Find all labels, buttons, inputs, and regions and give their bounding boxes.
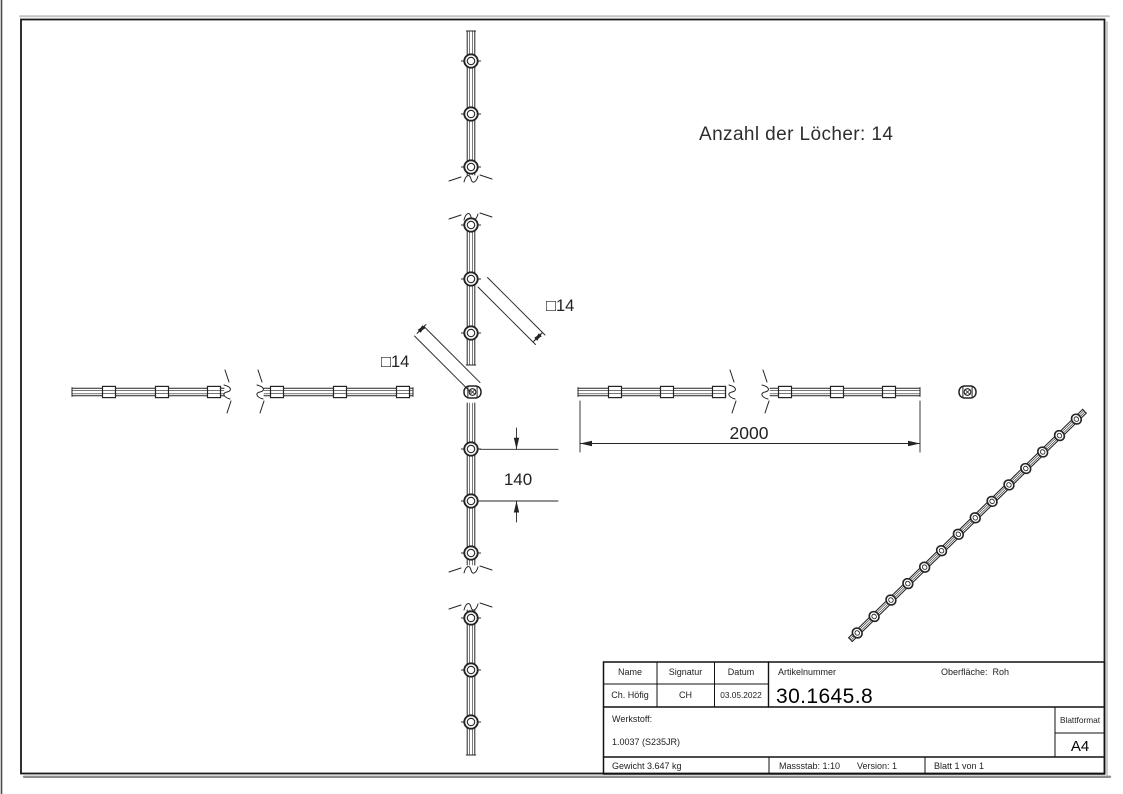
titleblock-header-name: Name xyxy=(617,667,642,677)
side-view-segment-middle xyxy=(448,212,493,366)
dimension-sq14-lower-label: □14 xyxy=(381,353,409,371)
titleblock-oberflaeche: Oberfläche: Roh xyxy=(941,667,1009,677)
titleblock-header-artikelnummer: Artikelnummer xyxy=(778,667,837,677)
dimension-sq14-lower: □14 xyxy=(381,324,481,393)
titleblock-gewicht: Gewicht 3.647 kg xyxy=(612,761,682,771)
side-view-segment-bottom xyxy=(448,602,493,756)
titleblock-value-name: Ch. Höfig xyxy=(611,690,649,700)
titleblock-header-signatur: Signatur xyxy=(668,667,703,677)
titleblock-blattformat-value: A4 xyxy=(1070,738,1090,755)
titleblock-blatt: Blatt 1 von 1 xyxy=(934,761,985,771)
oberflaeche-value: Roh xyxy=(992,667,1010,677)
holes-count-note: Anzahl der Löcher: 14 xyxy=(699,124,894,145)
dimension-140-label: 140 xyxy=(504,470,532,489)
front-view-segment-1 xyxy=(71,369,232,414)
titleblock-value-datum: 03.05.2022 xyxy=(720,690,762,700)
titleblock-header-datum: Datum xyxy=(727,667,755,677)
titleblock-artikelnummer: 30.1645.8 xyxy=(776,685,874,708)
end-view-right xyxy=(958,385,977,399)
dimension-2000: 2000 xyxy=(579,400,921,453)
dimension-sq14-upper-label: □14 xyxy=(546,297,574,315)
isometric-view xyxy=(848,408,1087,643)
dimension-140: 140 xyxy=(479,427,559,523)
dimension-sq14-upper: □14 xyxy=(477,277,574,345)
title-block-lines xyxy=(602,661,1106,775)
side-view-segment-lower xyxy=(448,402,493,574)
titleblock-werkstoff-label: Werkstoff: xyxy=(612,714,653,724)
titleblock-blattformat-label: Blattformat xyxy=(1059,715,1101,725)
front-view-segment-4 xyxy=(761,369,921,414)
dimension-2000-label: 2000 xyxy=(730,423,769,443)
front-view-segment-2 xyxy=(256,369,414,414)
titleblock-version: Version: 1 xyxy=(857,761,898,771)
oberflaeche-label: Oberfläche: xyxy=(941,667,988,677)
titleblock-werkstoff-value: 1.0037 (S235JR) xyxy=(612,737,681,747)
titleblock-value-signatur: CH xyxy=(679,690,692,700)
front-view-segment-3 xyxy=(577,369,737,414)
titleblock-massstab: Massstab: 1:10 xyxy=(779,761,841,771)
side-view-segment-top xyxy=(448,30,493,183)
